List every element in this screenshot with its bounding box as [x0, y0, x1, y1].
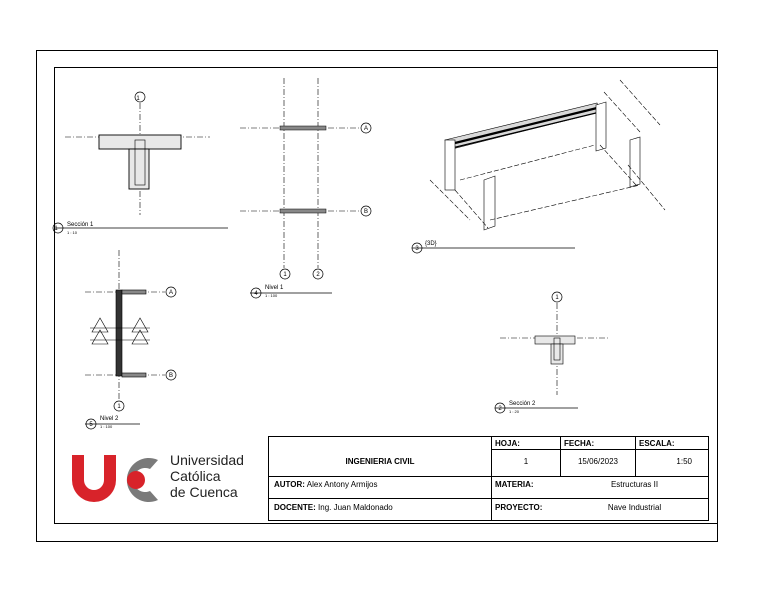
- drawing-frame: [54, 67, 718, 524]
- author-label: AUTOR:: [274, 480, 305, 489]
- teacher-row: DOCENTE: Ing. Juan Maldonado: [274, 503, 393, 512]
- subject-label: MATERIA:: [495, 480, 534, 489]
- view-scale-5: 1 : 100: [100, 424, 113, 429]
- nivel-1-view: [240, 78, 372, 299]
- grid-bubble-a2-label: A: [169, 290, 173, 296]
- view-number-1: 1: [54, 226, 58, 232]
- view-number-2: 2: [498, 406, 502, 412]
- sheet-label: HOJA:: [495, 439, 520, 448]
- subject-value: Estructuras II: [610, 480, 659, 489]
- date-value: 15/06/2023: [577, 457, 619, 466]
- 3d-view: [411, 79, 666, 254]
- project-value: Nave Industrial: [607, 503, 662, 512]
- view-title-3: {3D}: [425, 241, 437, 247]
- scale-value: 1:50: [676, 457, 692, 466]
- view-title-1: Sección 1: [67, 222, 94, 228]
- view-scale-2: 1 : 20: [509, 409, 520, 414]
- teacher-label: DOCENTE:: [274, 503, 316, 512]
- view-number-5: 5: [89, 422, 93, 428]
- grid-bubble-1-label: 1: [136, 96, 140, 102]
- grid-bubble-2-label: 2: [316, 272, 320, 278]
- grid-bubble-b-label: B: [364, 209, 368, 215]
- nivel-2-view: [85, 250, 177, 430]
- project-label: PROYECTO:: [495, 503, 543, 512]
- university-name-line3: de Cuenca: [170, 484, 238, 500]
- author-value: Alex Antony Armijos: [306, 480, 378, 489]
- sheet-value: 1: [523, 457, 529, 466]
- grid-bubble-1d-label: 1: [555, 295, 559, 301]
- section-2-view: [494, 291, 610, 414]
- grid-bubble-1c-label: 1: [117, 404, 121, 410]
- view-title-2: Sección 2: [509, 401, 536, 407]
- university-name-line1: Universidad: [170, 452, 244, 468]
- university-name-line2: Católica: [170, 468, 221, 484]
- view-scale-4: 1 : 100: [265, 293, 278, 298]
- grid-bubble-1b-label: 1: [283, 272, 287, 278]
- scale-label: ESCALA:: [639, 439, 675, 448]
- view-scale-1: 1 : 10: [67, 230, 78, 235]
- author-row: AUTOR: Alex Antony Armijos: [274, 480, 377, 489]
- view-title-4: Nivel 1: [265, 285, 284, 291]
- university-name: Universidad Católica de Cuenca: [170, 452, 244, 500]
- section-1-view: [52, 91, 228, 234]
- view-number-3: 3: [415, 246, 419, 252]
- title-block: INGENIERIA CIVIL HOJA: 1 FECHA: 15/06/20…: [268, 436, 709, 521]
- date-label: FECHA:: [564, 439, 595, 448]
- view-title-5: Nivel 2: [100, 416, 119, 422]
- teacher-value: Ing. Juan Maldonado: [318, 503, 393, 512]
- course-name: INGENIERIA CIVIL: [345, 457, 415, 466]
- grid-bubble-a-label: A: [364, 126, 368, 132]
- grid-bubble-b2-label: B: [169, 373, 173, 379]
- view-number-4: 4: [254, 291, 258, 297]
- university-logo-mark: [72, 455, 158, 502]
